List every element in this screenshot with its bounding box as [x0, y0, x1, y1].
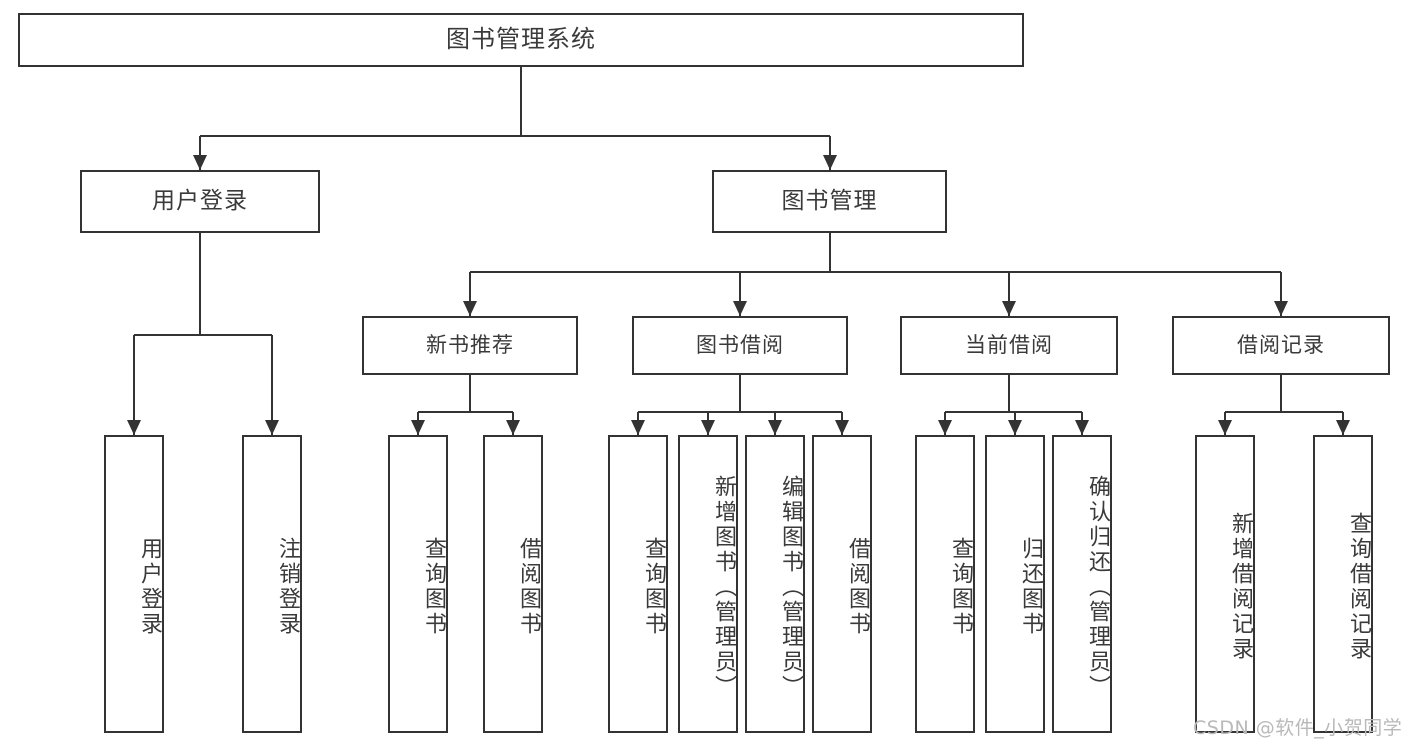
node-label: 借阅记录: [1237, 333, 1325, 358]
l1-stem: [828, 233, 831, 272]
node-label: 查询图书: [641, 537, 666, 637]
l2-drop: [1280, 272, 1282, 316]
node-leaf-6[interactable]: 编辑图书（管理员）: [745, 435, 805, 733]
node-label: 新增图书（管理员）: [711, 474, 736, 700]
node-leaf-7[interactable]: 借阅图书: [812, 435, 872, 733]
l1-drop: [828, 136, 831, 170]
l2-drop: [1008, 272, 1010, 316]
node-l1-图书管理[interactable]: 图书管理: [712, 170, 947, 233]
node-leaf-10[interactable]: 确认归还（管理员）: [1052, 435, 1112, 733]
node-label: 编辑图书（管理员）: [778, 474, 803, 700]
watermark-text: CSDN @软件_小贺同学: [1193, 717, 1403, 739]
node-root-图书管理系统[interactable]: 图书管理系统: [18, 13, 1024, 67]
arrow-head-icon: [265, 420, 279, 435]
node-label: 新增借阅记录: [1228, 512, 1253, 662]
root-stem: [520, 67, 522, 136]
node-label: 查询借阅记录: [1346, 512, 1371, 662]
node-label: 当前借阅: [965, 333, 1053, 358]
node-leaf-5[interactable]: 新增图书（管理员）: [678, 435, 738, 733]
node-label: 确认归还（管理员）: [1085, 474, 1110, 700]
node-l1-用户登录[interactable]: 用户登录: [80, 170, 320, 233]
l1-drop: [199, 136, 201, 170]
node-label: 查询图书: [948, 537, 973, 637]
arrow-head-icon: [631, 420, 645, 435]
arrow-head-icon: [822, 155, 837, 170]
node-label: 图书管理: [781, 188, 878, 215]
arrow-head-icon: [1274, 301, 1288, 316]
node-leaf-9[interactable]: 归还图书: [985, 435, 1045, 733]
parent-bus: [638, 411, 842, 413]
node-leaf-0[interactable]: 用户登录: [104, 435, 164, 733]
parent-bus: [418, 411, 513, 413]
node-label: 归还图书: [1018, 537, 1043, 637]
arrow-head-icon: [1008, 420, 1022, 435]
parent-bus: [1225, 411, 1343, 413]
parent-stem: [739, 375, 741, 412]
node-leaf-1[interactable]: 注销登录: [242, 435, 302, 733]
arrow-head-icon: [1218, 420, 1232, 435]
arrow-head-icon: [127, 420, 141, 435]
node-label: 图书借阅: [696, 333, 784, 358]
arrow-head-icon: [733, 301, 747, 316]
node-label: 借阅图书: [845, 537, 870, 637]
root-bus: [200, 135, 830, 137]
leaf-drop: [133, 335, 135, 435]
node-leaf-3[interactable]: 借阅图书: [483, 435, 543, 733]
arrow-head-icon: [463, 301, 477, 316]
node-label: 图书管理系统: [446, 25, 596, 54]
node-leaf-4[interactable]: 查询图书: [608, 435, 668, 733]
node-leaf-11[interactable]: 新增借阅记录: [1195, 435, 1255, 733]
leaf-drop: [271, 335, 273, 435]
arrow-head-icon: [506, 420, 520, 435]
node-leaf-2[interactable]: 查询图书: [388, 435, 448, 733]
parent-bus: [134, 334, 272, 336]
arrow-head-icon: [1075, 420, 1089, 435]
node-leaf-8[interactable]: 查询图书: [915, 435, 975, 733]
node-l2-新书推荐[interactable]: 新书推荐: [362, 316, 578, 375]
node-l2-图书借阅[interactable]: 图书借阅: [632, 316, 848, 375]
node-label: 注销登录: [275, 537, 300, 637]
parent-bus: [945, 411, 1082, 413]
parent-stem: [199, 233, 201, 335]
arrow-head-icon: [938, 420, 952, 435]
arrow-head-icon: [193, 155, 207, 170]
parent-stem: [1280, 375, 1282, 412]
arrow-head-icon: [1336, 420, 1350, 435]
node-label: 查询图书: [421, 537, 446, 637]
arrow-head-icon: [1002, 301, 1016, 316]
arrow-head-icon: [701, 420, 715, 435]
node-label: 用户登录: [152, 188, 248, 215]
arrow-head-icon: [835, 420, 849, 435]
node-label: 借阅图书: [516, 537, 541, 637]
arrow-head-icon: [768, 420, 782, 435]
l2-drop: [469, 272, 471, 316]
parent-stem: [1008, 375, 1010, 412]
l1-bus: [470, 271, 1281, 273]
node-label: 新书推荐: [426, 333, 514, 358]
l2-drop: [739, 272, 741, 316]
arrow-head-icon: [411, 420, 425, 435]
parent-stem: [469, 375, 471, 412]
node-l2-当前借阅[interactable]: 当前借阅: [900, 316, 1118, 375]
node-leaf-12[interactable]: 查询借阅记录: [1313, 435, 1373, 733]
node-label: 用户登录: [137, 537, 162, 637]
node-l2-借阅记录[interactable]: 借阅记录: [1172, 316, 1390, 375]
